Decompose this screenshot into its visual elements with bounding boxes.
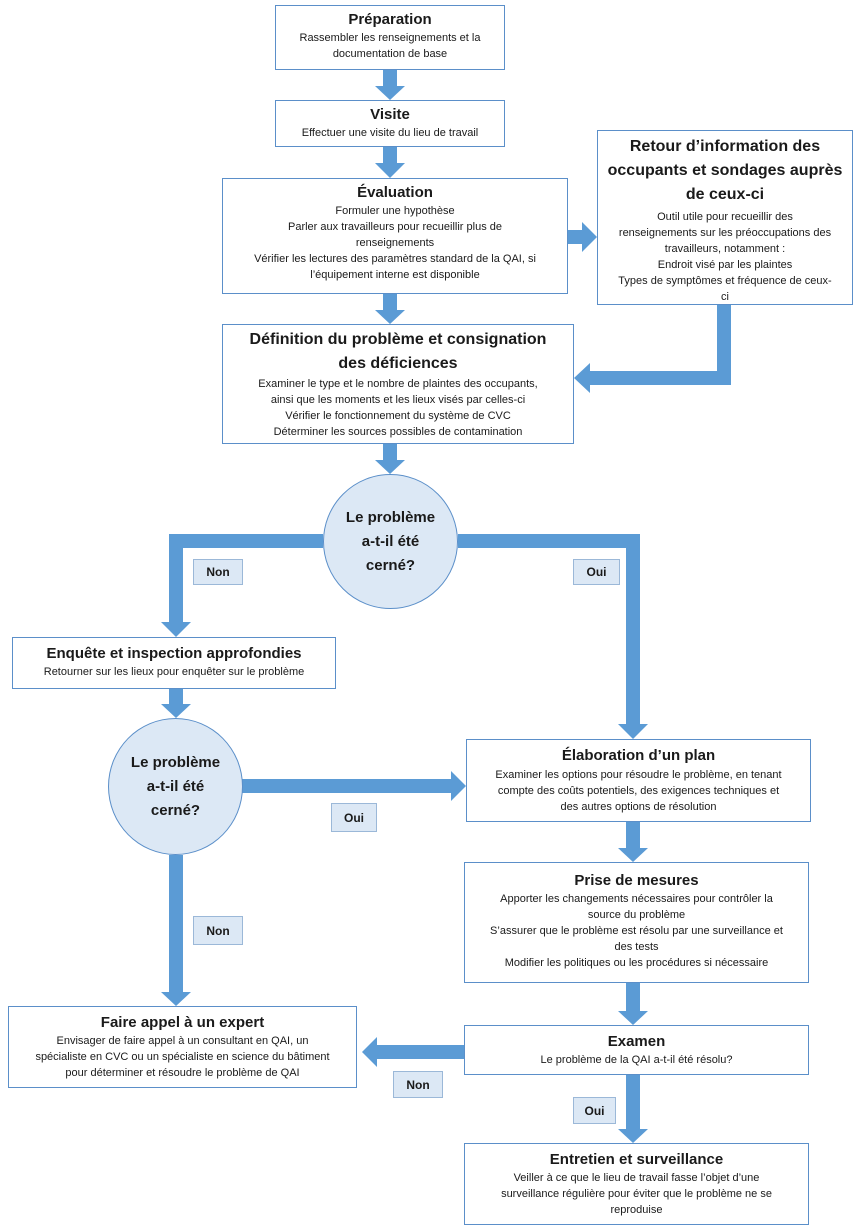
retour-title-line: occupants et sondages auprès [607,162,843,179]
visite-box: Visite Effectuer une visite du lieu de t… [275,100,505,147]
expert-box: Faire appel à un expert Envisager de fai… [8,1006,357,1088]
enquete-line: Retourner sur les lieux pour enquêter su… [43,666,305,678]
decision1-line: cerné? [365,556,416,574]
non-label-examen: Non [393,1071,443,1098]
definition-line: Déterminer les sources possibles de cont… [273,426,523,438]
examen-title: Examen [607,1033,666,1050]
definition-title-line: des déficiences [338,355,458,372]
non-label-decision1: Non [193,559,243,585]
retour-line: travailleurs, notamment : [664,243,786,255]
non-label-decision2: Non [193,916,243,945]
visite-line: Effectuer une visite du lieu de travail [301,127,479,139]
examen-box: Examen Le problème de la QAI a-t-il été … [464,1025,809,1075]
definition-line: ainsi que les moments et les lieux visés… [270,394,526,406]
arrow-visite-to-evaluation [375,147,405,178]
arrow-enquete-to-decision2 [161,689,191,718]
preparation-line: documentation de base [332,48,448,60]
arrow-mesures-to-examen [618,983,648,1025]
plan-line: compte des coûts potentiels, des exigenc… [497,785,780,797]
plan-line: Examiner les options pour résoudre le pr… [495,769,782,781]
evaluation-line: Parler aux travailleurs pour recueillir … [288,221,502,233]
mesures-line: source du problème [587,909,686,921]
mesures-line: Apporter les changements nécessaires pou… [500,893,773,905]
retour-line: Outil utile pour recueillir des [657,211,793,223]
oui-label-decision1: Oui [573,559,620,585]
plan-box: Élaboration d’un plan Examiner les optio… [466,739,811,822]
evaluation-title: Évaluation [357,184,433,201]
arrow-decision2-to-expert [161,855,191,1006]
arrow-definition-to-decision1 [375,444,405,474]
mesures-line: des tests [614,941,659,953]
retour-title-line: Retour d’information des [629,138,821,155]
visite-title: Visite [370,106,410,123]
retour-box: Retour d’information des occupants et so… [597,130,853,305]
entretien-title: Entretien et surveillance [549,1151,724,1168]
retour-line: ci [721,291,729,303]
mesures-line: Modifier les politiques ou les procédure… [504,957,769,969]
arrow-decision1-to-enquete [161,534,323,637]
examen-line: Le problème de la QAI a-t-il été résolu? [540,1054,733,1066]
arrow-decision2-to-plan [241,771,466,801]
oui-label-decision2: Oui [331,803,377,832]
preparation-line: Rassembler les renseignements et la [299,32,481,44]
evaluation-line: Formuler une hypothèse [335,205,455,217]
decision1-circle: Le problème a-t-il été cerné? [323,474,458,609]
preparation-title: Préparation [348,11,432,28]
retour-line: Endroit visé par les plaintes [657,259,793,271]
plan-title: Élaboration d’un plan [561,747,716,764]
definition-line: Examiner le type et le nombre de plainte… [258,378,538,390]
arrow-examen-to-entretien [618,1075,648,1143]
retour-title-line: de ceux-ci [685,186,765,203]
arrow-preparation-to-visite [375,70,405,100]
arrow-evaluation-to-definition [375,294,405,324]
evaluation-box: Évaluation Formuler une hypothèse Parler… [222,178,568,294]
expert-line: spécialiste en CVC ou un spécialiste en … [35,1051,330,1063]
enquete-title: Enquête et inspection approfondies [46,645,302,662]
entretien-line: surveillance régulière pour éviter que l… [501,1188,772,1200]
retour-title: Retour d’information des occupants et so… [598,135,852,207]
definition-line: Vérifier le fonctionnement du système de… [285,410,511,422]
expert-line: pour déterminer et résoudre le problème … [65,1067,300,1079]
expert-title: Faire appel à un expert [100,1014,265,1031]
decision1-line: Le problème [345,508,436,526]
retour-line: renseignements sur les préoccupations de… [618,227,832,239]
entretien-box: Entretien et surveillance Veiller à ce q… [464,1143,809,1225]
arrow-retour-to-definition [574,305,731,393]
arrow-evaluation-to-retour [568,222,597,252]
definition-title: Définition du problème et consignation d… [223,328,573,376]
expert-line: Envisager de faire appel à un consultant… [56,1035,309,1047]
mesures-box: Prise de mesures Apporter les changement… [464,862,809,983]
plan-line: des autres options de résolution [560,801,717,813]
decision2-line: Le problème [130,753,221,771]
preparation-box: Préparation Rassembler les renseignement… [275,5,505,70]
arrow-examen-to-expert [362,1037,464,1067]
mesures-title: Prise de mesures [574,872,699,889]
retour-line: Types de symptômes et fréquence de ceux- [618,275,832,287]
evaluation-line: Vérifier les lectures des paramètres sta… [254,253,536,265]
enquete-box: Enquête et inspection approfondies Retou… [12,637,336,689]
evaluation-line: l’équipement interne est disponible [310,269,480,281]
entretien-line: reproduise [610,1204,663,1216]
entretien-line: Veiller à ce que le lieu de travail fass… [513,1172,760,1184]
evaluation-line: renseignements [355,237,435,249]
oui-label-examen: Oui [573,1097,616,1124]
arrow-decision1-to-plan [458,534,648,739]
decision2-circle: Le problème a-t-il été cerné? [108,718,243,855]
decision1-line: a-t-il été [361,532,420,550]
decision2-line: cerné? [150,801,201,819]
decision2-line: a-t-il été [146,777,205,795]
arrow-plan-to-mesures [618,822,648,862]
definition-title-line: Définition du problème et consignation [249,331,547,348]
definition-box: Définition du problème et consignation d… [222,324,574,444]
mesures-line: S’assurer que le problème est résolu par… [490,925,783,937]
